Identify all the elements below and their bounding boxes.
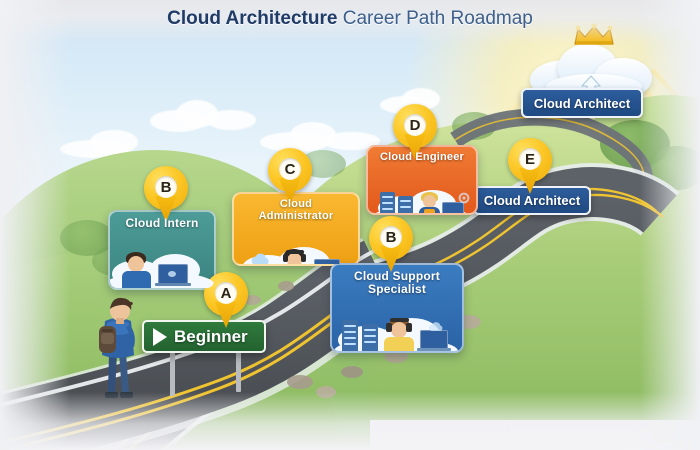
pin-letter-e: E [524,150,535,168]
page-title-rest: Career Path Roadmap [337,8,533,29]
student-with-backpack [99,297,135,398]
stage-label-cloud-support-specialist: Cloud Support Specialist [332,265,462,298]
sign-post [236,350,241,392]
summit-architect-badge: Cloud Architect [521,88,643,118]
stage-label-line2: Specialist [367,281,427,296]
pin-letter-a: A [220,284,232,302]
stage-card-cloud-intern[interactable]: Cloud Intern [108,210,216,290]
stage-label-cloud-intern: Cloud Intern [125,216,199,230]
pin-letter-badge: A [215,282,237,304]
stage-label-cloud-administrator: Cloud Administrator [258,198,334,222]
pin-letter-d: D [409,116,421,134]
pin-letter-badge: E [519,148,541,170]
stage-card-cloud-administrator[interactable]: Cloud Administrator [232,192,360,266]
pin-letter-badge: C [279,158,301,180]
cloud-icon [428,322,443,331]
stage-label-line1: Cloud Support [354,269,440,283]
play-triangle-icon [153,327,167,346]
stage-art-cloud-administrator [234,225,358,264]
pin-letter-badge: D [404,114,426,136]
pin-letter-badge: B [155,176,177,198]
stage-art-cloud-support-specialist [332,298,462,351]
pin-letter-b1: B [160,178,172,196]
page-title-bold: Cloud Architecture [167,8,338,29]
gear-icon [458,192,470,204]
stage-card-cloud-engineer[interactable]: Cloud Engineer [366,145,478,215]
cloud-icon [251,253,269,264]
stage-art-cloud-intern [110,232,214,288]
pin-tip [519,168,541,194]
sign-post [170,350,175,396]
pin-letter-b2: B [385,228,397,246]
pin-letter-c: C [284,160,296,178]
stage-art-cloud-engineer [368,166,476,213]
stage-label-cloud-engineer: Cloud Engineer [379,151,465,163]
pin-marker-e[interactable]: E [508,138,552,196]
summit-architect-label: Cloud Architect [533,95,631,111]
stage-card-cloud-support-specialist[interactable]: Cloud Support Specialist [330,263,464,353]
pin-letter-badge: B [380,226,402,248]
pin-tip [215,302,237,328]
page-title: Cloud Architecture Career Path Roadmap [0,8,700,30]
